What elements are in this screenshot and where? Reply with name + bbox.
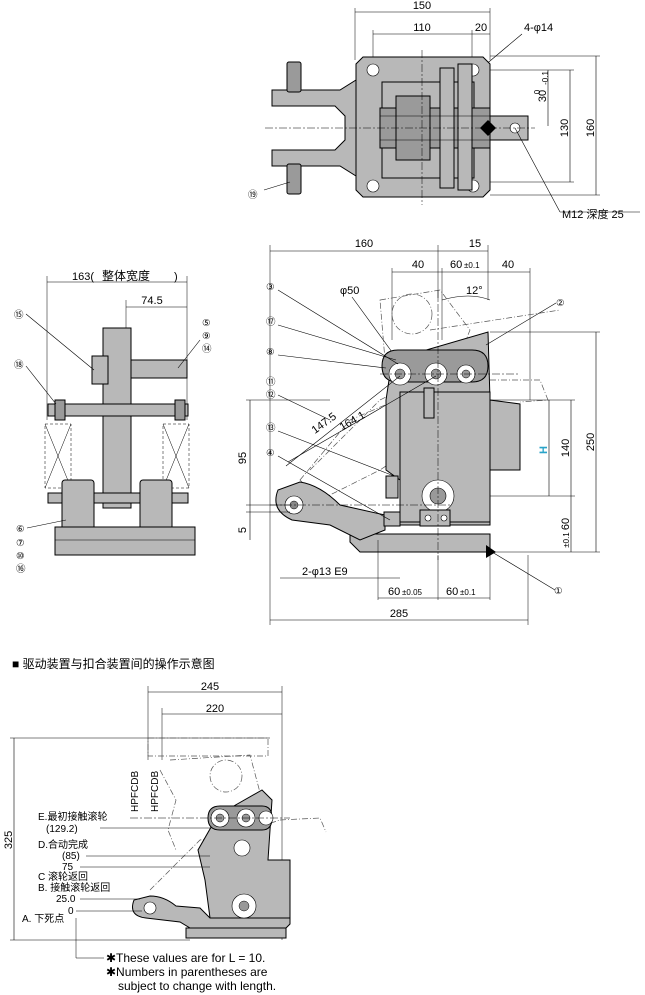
dim-5: 5 <box>237 527 249 533</box>
dim-H: H <box>538 446 550 454</box>
pos-e-value: (129.2) <box>46 824 78 835</box>
operation-diagram: 245 220 325 HPFCDB HPFCDB E.最初 <box>3 681 327 993</box>
section-title: ■ 驱动装置与扣合装置间的操作示意图 <box>12 656 215 671</box>
pos-b-value: 25.0 <box>56 894 76 905</box>
dim-20: 20 <box>475 22 487 34</box>
callout-4: ④ <box>266 448 275 459</box>
pos-c-label: C 滚轮返回 <box>38 870 88 883</box>
front-base <box>349 533 491 553</box>
callout-9: ⑨ <box>202 331 211 342</box>
dim-60d: 60 <box>446 586 458 598</box>
hpfcdb-label-2: HPFCDB <box>150 771 161 812</box>
dim-30-tol-bot: -0.1 <box>541 71 550 85</box>
dim-60c: 60 <box>388 586 400 598</box>
callout-19: ⑲ <box>248 190 258 201</box>
callout-1: ① <box>554 586 563 597</box>
dim-12deg: 12° <box>466 285 483 297</box>
callout-2: ② <box>556 298 565 309</box>
dim-110: 110 <box>413 22 431 34</box>
dim-2-phi13: 2-φ13 E9 <box>302 566 348 578</box>
dim-60d-tol: ±0.1 <box>460 588 476 597</box>
callout-8: ⑧ <box>266 347 275 358</box>
dim-60a-tol: ±0.1 <box>464 261 480 270</box>
dim-130: 130 <box>559 119 571 137</box>
dim-160-front: 160 <box>355 238 373 250</box>
callout-3: ③ <box>266 282 275 293</box>
callout-10: ⑩ <box>16 551 25 562</box>
dim-160-top: 160 <box>585 119 597 137</box>
dim-95: 95 <box>237 452 249 464</box>
dim-163-close: ) <box>174 271 178 283</box>
callout-14: ⑭ <box>202 344 212 355</box>
front-view: 160 15 40 60 ±0.1 40 φ50 12° <box>237 238 600 625</box>
overall-width-label: 整体宽度 <box>102 268 150 283</box>
dim-245: 245 <box>201 681 219 693</box>
top-fork-arm <box>271 79 357 177</box>
callout-15: ⑮ <box>14 310 24 321</box>
pos-d-label: D.合动完成 <box>38 838 88 851</box>
pos-75-value: 75 <box>62 862 74 873</box>
dim-30: 30 <box>537 90 549 102</box>
callout-16: ⑯ <box>16 564 26 575</box>
dim-40a: 40 <box>412 259 424 271</box>
dim-163: 163( <box>72 271 94 283</box>
hpfcdb-label-1: HPFCDB <box>130 771 141 812</box>
dim-phi50: φ50 <box>340 285 359 297</box>
callout-6: ⑥ <box>16 524 25 535</box>
dim-60b: 60 <box>560 518 572 530</box>
dim-40b: 40 <box>502 259 514 271</box>
pos-e-label: E.最初接触滚轮 <box>38 810 107 823</box>
dim-30-tol-top: 0 <box>533 89 542 94</box>
dim-74-5: 74.5 <box>141 295 162 307</box>
pos-a-label: A. 下死点 <box>22 913 64 925</box>
dim-285: 285 <box>390 608 408 620</box>
thread-note: M12 深度 25 <box>562 207 624 221</box>
dim-60b-tol: ±0.1 <box>562 532 571 548</box>
dim-164-1: 164.1 <box>338 409 368 433</box>
pos-b-label: B. 接触滚轮返回 <box>38 881 110 894</box>
dim-150: 150 <box>413 0 431 12</box>
callout-18: ⑱ <box>14 360 24 371</box>
side-view: 163( 整体宽度 ) 74.5 ⑮ ⑤ ⑨ ⑭ ⑱ <box>14 268 212 575</box>
dim-60a: 60 <box>450 259 462 271</box>
callout-11: ⑪ <box>266 377 276 388</box>
callout-12: ⑫ <box>266 390 276 401</box>
top-view: 150 110 20 4-φ14 160 130 30 0 -0.1 <box>248 0 640 221</box>
callout-7: ⑦ <box>16 538 25 549</box>
dim-325: 325 <box>3 831 15 849</box>
dim-4-phi14: 4-φ14 <box>524 22 553 34</box>
pos-a-value: 0 <box>68 906 74 917</box>
dim-15: 15 <box>469 238 481 250</box>
dim-147-5: 147.5 <box>310 411 339 437</box>
note-1: ✱These values are for L = 10. <box>106 951 265 965</box>
dim-60c-tol: ±0.05 <box>402 588 423 597</box>
dim-220: 220 <box>206 703 224 715</box>
callout-5: ⑤ <box>202 318 211 329</box>
callout-13: ⑬ <box>266 423 276 434</box>
dim-140: 140 <box>560 439 572 457</box>
note-3: subject to change with length. <box>118 979 276 993</box>
dim-250: 250 <box>585 433 597 451</box>
pos-d-value: (85) <box>62 851 80 862</box>
note-2: ✱Numbers in parentheses are <box>106 965 268 979</box>
callout-17: ⑰ <box>266 317 276 328</box>
